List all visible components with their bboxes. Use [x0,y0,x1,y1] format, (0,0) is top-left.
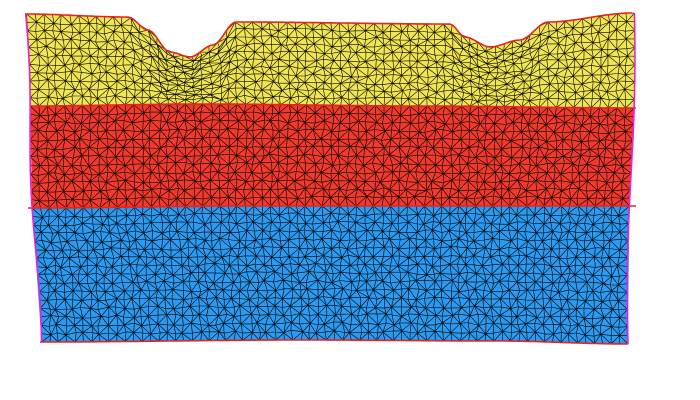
boundaries [24,12,636,345]
top-boundary [25,12,632,58]
upper-interface [30,103,636,109]
left-boundary [24,13,43,342]
lower-interface [28,205,636,209]
right-boundary [626,13,636,344]
bottom-boundary [40,339,628,345]
